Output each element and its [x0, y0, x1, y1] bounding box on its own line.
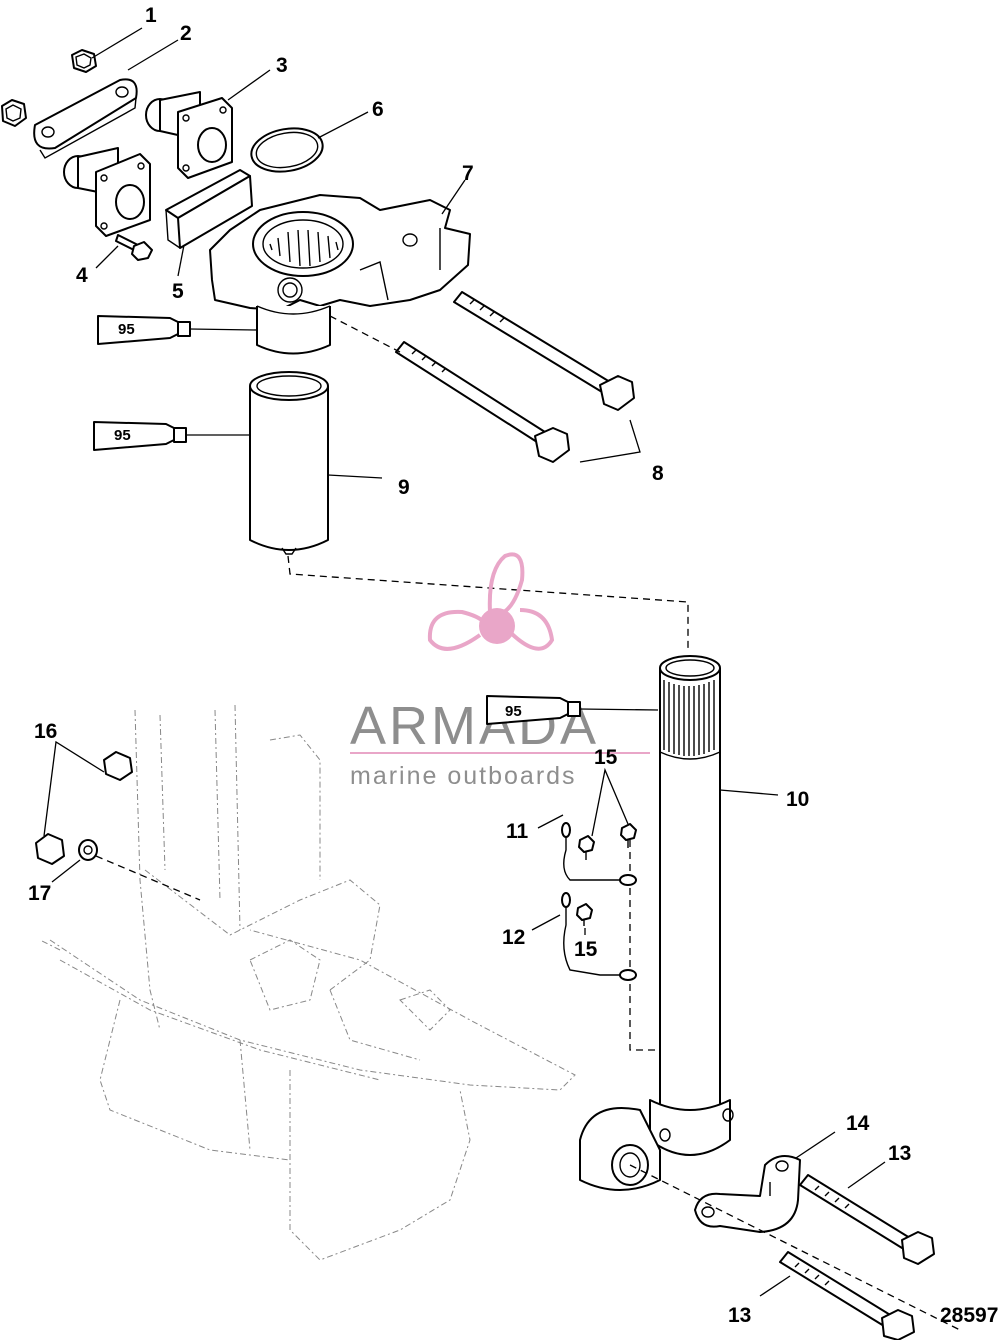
callout-1: 1 — [145, 4, 157, 27]
callout-2: 2 — [180, 22, 192, 45]
callout-14: 14 — [846, 1112, 870, 1135]
watermark-tagline: marine outboards — [350, 762, 577, 790]
callout-15a: 15 — [594, 746, 618, 769]
callout-4: 4 — [76, 264, 88, 287]
figure-number: 28597 — [940, 1304, 998, 1327]
nut-part-16-a — [103, 751, 133, 781]
callout-3: 3 — [276, 54, 288, 77]
upper-sleeve — [256, 305, 331, 355]
lubricant-95-label-middle: 95 — [114, 427, 131, 444]
washer-part-17 — [78, 839, 98, 861]
callout-5: 5 — [172, 280, 184, 303]
link-plate-part-2 — [33, 78, 138, 159]
mount-part-3-lower — [63, 147, 151, 237]
callout-13-upper: 13 — [888, 1142, 911, 1165]
callout-13-lower: 13 — [728, 1304, 751, 1327]
liner-part-9 — [249, 371, 329, 555]
callout-10: 10 — [786, 788, 809, 811]
nut-part-1 — [71, 49, 97, 73]
screw-part-4 — [115, 234, 153, 261]
bolt-part-13-upper — [799, 1174, 935, 1265]
bolt-part-8-upper — [453, 291, 635, 411]
nut-left — [1, 99, 27, 127]
ground-strap-part-12 — [561, 892, 637, 981]
lubricant-95-label-top: 95 — [118, 321, 135, 338]
bolt-part-13-lower — [779, 1251, 915, 1340]
clamp-part-14 — [694, 1155, 801, 1233]
screw-part-15-c — [576, 903, 593, 926]
spacer-part-5 — [165, 169, 253, 249]
callout-17: 17 — [28, 882, 51, 905]
callout-9: 9 — [398, 476, 410, 499]
screw-part-15-a — [578, 835, 595, 860]
mount-part-3-upper — [145, 91, 233, 179]
propeller-logo — [427, 552, 555, 651]
nut-part-16-b — [35, 833, 65, 865]
callout-7: 7 — [462, 162, 474, 185]
lubricant-tube-lower: 95 — [486, 695, 581, 725]
lower-yoke — [579, 1107, 734, 1191]
lubricant-tube-top: 95 — [97, 315, 191, 345]
callout-6: 6 — [372, 98, 384, 121]
lubricant-tube-middle: 95 — [93, 421, 187, 451]
callout-11: 11 — [506, 820, 529, 843]
ground-strap-part-11 — [561, 822, 637, 886]
callout-12: 12 — [502, 926, 525, 949]
callout-15b: 15 — [574, 938, 598, 961]
callout-8: 8 — [652, 462, 664, 485]
lower-unit-ghost-outline — [39, 704, 576, 1261]
o-ring-part-6 — [250, 127, 324, 173]
screw-part-15-b — [620, 823, 637, 848]
callout-16: 16 — [34, 720, 57, 743]
steering-bracket-part-7 — [209, 194, 471, 311]
steering-tube-part-10 — [649, 655, 731, 1156]
bolt-part-8-lower — [395, 341, 570, 463]
lubricant-95-label-lower: 95 — [505, 703, 522, 720]
